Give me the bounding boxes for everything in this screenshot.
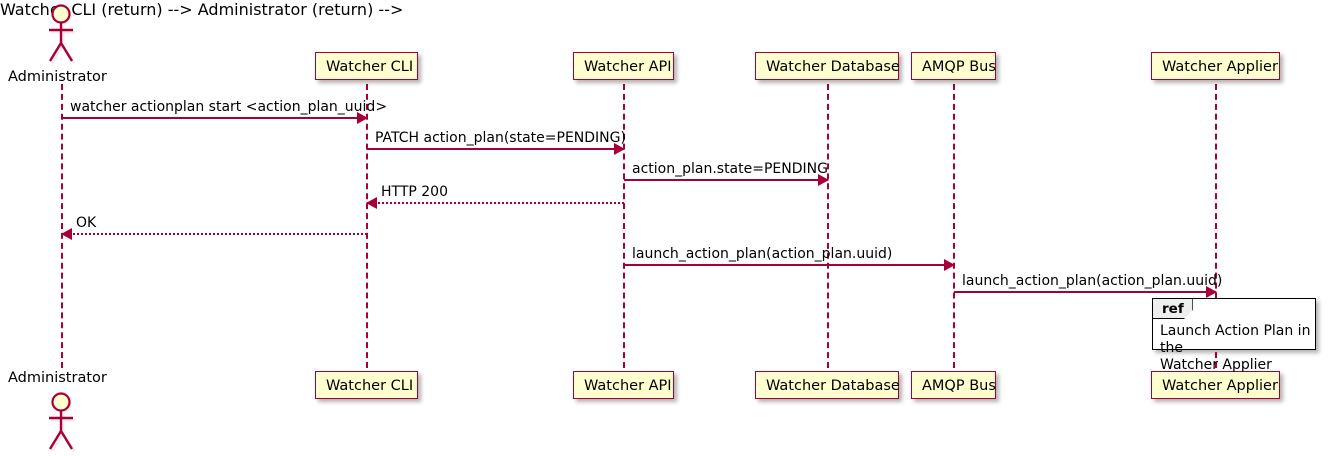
actor-icon <box>48 4 76 64</box>
lifeline-amqp-bus <box>953 84 955 368</box>
message-line <box>954 291 1216 293</box>
message-label: launch_action_plan(action_plan.uuid) <box>632 246 893 262</box>
message-patch-action-plan[interactable]: PATCH action_plan(state=PENDING) <box>367 130 626 155</box>
participant-watcher-database-bottom[interactable]: Watcher Database <box>755 371 900 399</box>
message-label: HTTP 200 <box>381 184 448 200</box>
lifeline-watcher-database <box>827 84 829 368</box>
ref-fragment-text: Launch Action Plan in the Watcher Applie… <box>1160 323 1311 374</box>
message-line <box>624 179 828 181</box>
message-launch-action-plan-bus-to-applier[interactable]: launch_action_plan(action_plan.uuid) <box>954 273 1222 298</box>
message-line <box>62 233 367 235</box>
arrowhead-right-icon <box>944 259 955 271</box>
arrowhead-right-icon <box>1206 286 1217 298</box>
lifeline-watcher-applier <box>1215 84 1217 368</box>
message-ok[interactable]: OK <box>61 215 367 240</box>
arrowhead-left-icon <box>61 228 72 240</box>
message-label: PATCH action_plan(state=PENDING) <box>375 130 626 146</box>
message-line <box>367 202 624 204</box>
ref-fragment-text-line-1: Launch Action Plan in the <box>1160 323 1311 356</box>
message-watcher-actionplan-start[interactable]: watcher actionplan start <action_plan_uu… <box>62 99 387 124</box>
participant-watcher-api-bottom[interactable]: Watcher API <box>573 371 674 399</box>
message-launch-action-plan-api-to-bus[interactable]: launch_action_plan(action_plan.uuid) <box>624 246 955 271</box>
message-line <box>367 148 624 150</box>
message-line <box>62 117 367 119</box>
arrowhead-right-icon <box>818 174 829 186</box>
ref-fragment-keyword: ref <box>1153 299 1193 319</box>
message-http-200[interactable]: HTTP 200 <box>366 184 624 209</box>
participant-watcher-api-top[interactable]: Watcher API <box>573 52 674 80</box>
arrowhead-right-icon <box>614 143 625 155</box>
message-label: action_plan.state=PENDING <box>632 161 828 177</box>
arrowhead-right-icon <box>357 112 368 124</box>
actor-administrator-bottom <box>33 390 93 454</box>
participant-amqp-bus-bottom[interactable]: AMQP Bus <box>911 371 996 399</box>
participant-watcher-cli-top[interactable]: Watcher CLI <box>315 52 418 80</box>
participant-watcher-database-top[interactable]: Watcher Database <box>755 52 900 80</box>
participant-watcher-applier-top[interactable]: Watcher Applier <box>1151 52 1280 80</box>
message-label: watcher actionplan start <action_plan_uu… <box>70 99 388 115</box>
lifeline-administrator <box>61 84 63 368</box>
ref-fragment[interactable]: ref Launch Action Plan in the Watcher Ap… <box>1152 298 1316 373</box>
actor-icon <box>48 392 76 452</box>
arrowhead-left-icon <box>366 197 377 209</box>
lifeline-watcher-cli <box>366 84 368 368</box>
participant-watcher-applier-bottom[interactable]: Watcher Applier <box>1151 371 1280 399</box>
message-label: launch_action_plan(action_plan.uuid) <box>962 273 1223 289</box>
actor-label-administrator-bottom: Administrator <box>8 370 107 386</box>
actor-administrator-top <box>33 2 93 66</box>
message-line <box>624 264 954 266</box>
participant-watcher-cli-bottom[interactable]: Watcher CLI <box>315 371 418 399</box>
actor-label-administrator-top: Administrator <box>8 69 107 85</box>
ref-fragment-text-line-2: Watcher Applier <box>1160 357 1272 373</box>
message-action-plan-state-pending[interactable]: action_plan.state=PENDING <box>624 161 829 186</box>
participant-amqp-bus-top[interactable]: AMQP Bus <box>911 52 996 80</box>
lifeline-watcher-api <box>623 84 625 368</box>
message-label: OK <box>76 215 97 231</box>
